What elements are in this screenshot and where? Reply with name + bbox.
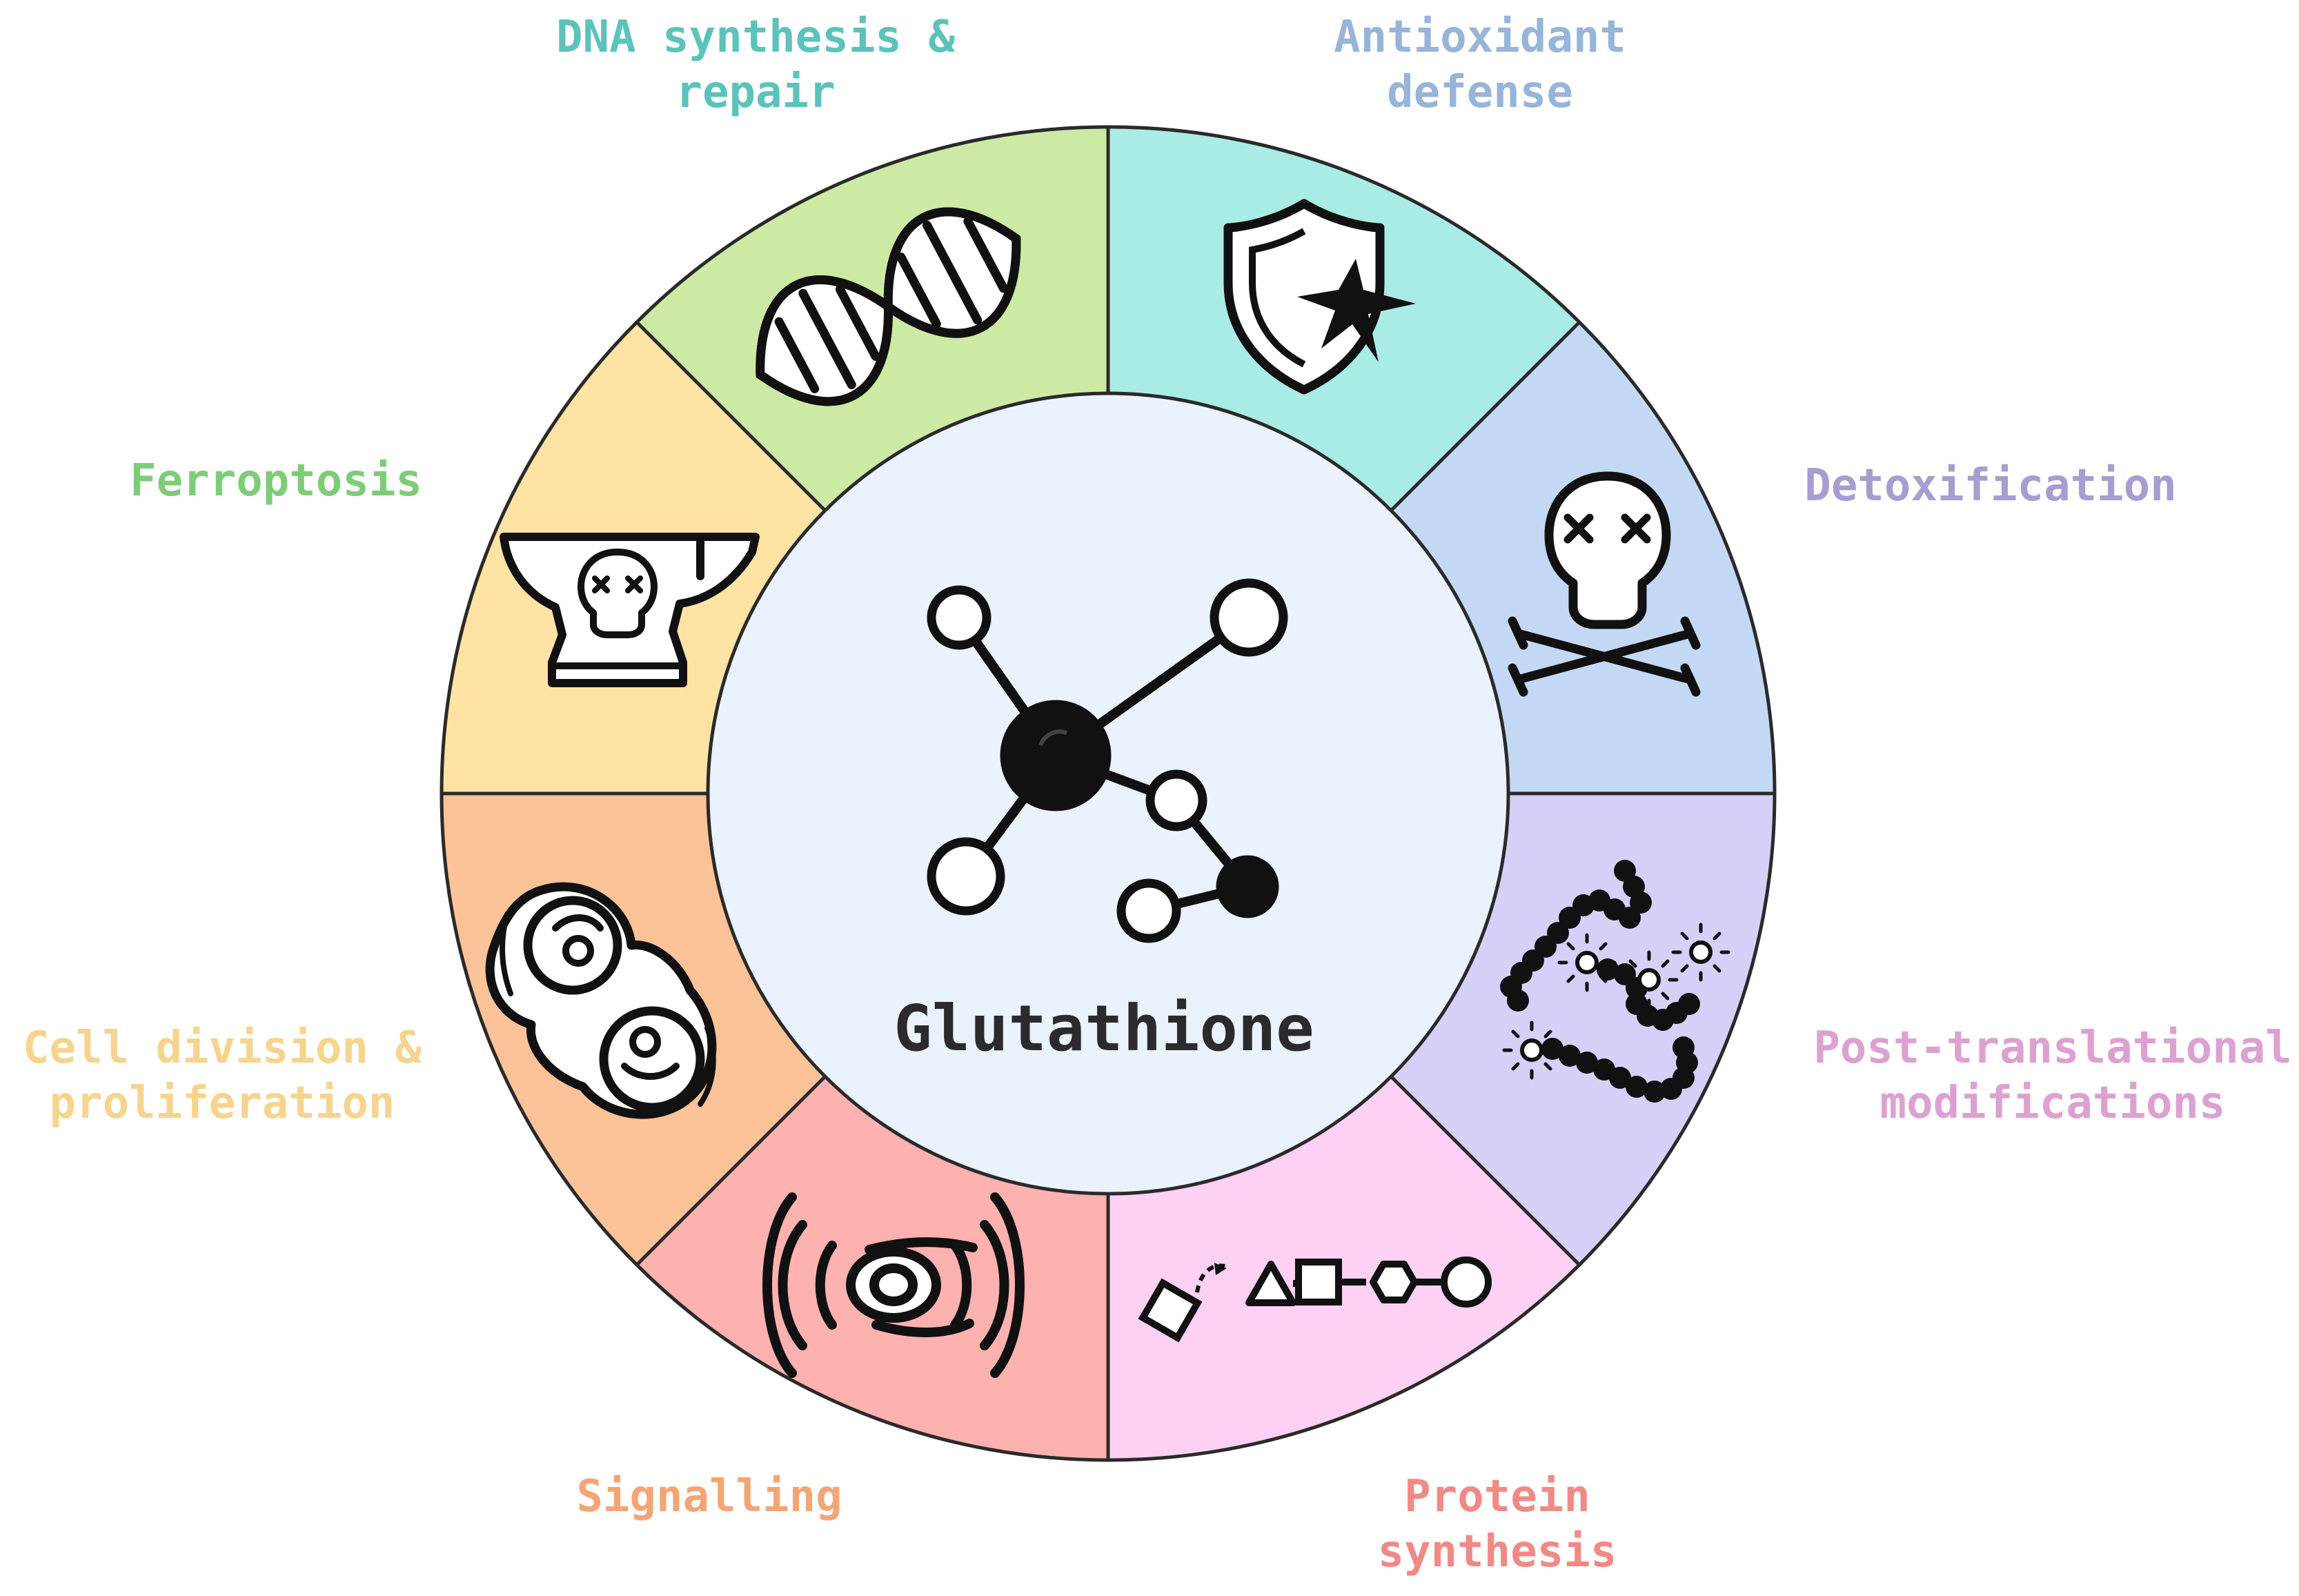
dna-icon [756,207,1021,406]
anvil-skull-icon [500,533,760,687]
label-line: defense [1387,67,1573,118]
label-line: Detoxification [1804,460,2176,511]
label-line: Signalling [576,1471,842,1522]
skull-crossbones-icon [1508,471,1701,697]
label-line: synthesis [1378,1526,1617,1577]
label-line: proliferation [50,1078,395,1129]
amino-acid-bead [1507,989,1529,1012]
signal-icon [762,1192,1025,1378]
label-detoxification: Detoxification [1804,460,2176,511]
segment-detox [1391,794,1775,1265]
amino-acid-bead [1559,1045,1581,1067]
amino-acid-bead [1644,1081,1666,1103]
label-line: repair [675,67,835,118]
amino-acid-bead [1559,907,1581,929]
segment-dividers [442,127,1775,1460]
amino-acid-bead [1630,891,1652,914]
dividing-cell-icon [485,882,717,1119]
label-post-translational-modifications: Post-translational modifications [1813,1023,2292,1129]
shield-icon [1223,199,1416,395]
label-dna-synthesis-repair: DNA synthesis & repair [556,12,955,118]
center-label: Glutathione [894,992,1314,1065]
label-line: DNA synthesis & [556,12,955,63]
label-line: Antioxidant [1334,12,1626,63]
label-cell-division-proliferation: Cell division & proliferation [23,1023,422,1129]
amino-acid-bead [1609,1067,1631,1089]
label-line: Protein [1404,1471,1590,1522]
amino-acid-bead [1673,1036,1695,1058]
modified-protein-chain-icon [1500,860,1730,1103]
center-circle [706,391,1510,1196]
label-line: modifications [1880,1078,2226,1129]
label-antioxidant-defense: Antioxidant defense [1334,12,1626,118]
wheel [440,125,1777,1462]
segment-divider [635,321,827,512]
amino-acid-bead [1576,1052,1598,1074]
label-line: Cell division & [23,1023,422,1074]
segment-ptm [1108,1076,1580,1460]
amino-acid-bead [1626,1076,1648,1098]
molecule-icon [927,578,1288,943]
amino-acid-bead [1678,993,1700,1015]
polypeptide-chain-icon [1138,1257,1492,1343]
label-line: Ferroptosis [130,455,422,506]
label-ferroptosis: Ferroptosis [130,455,422,506]
label-line: Post-translational [1813,1023,2292,1074]
segment-divider [635,1075,827,1266]
label-protein-synthesis: Protein synthesis [1378,1471,1617,1577]
label-signalling: Signalling [576,1471,842,1522]
segment-divider [1390,1075,1581,1266]
segment-divider [1390,321,1581,512]
